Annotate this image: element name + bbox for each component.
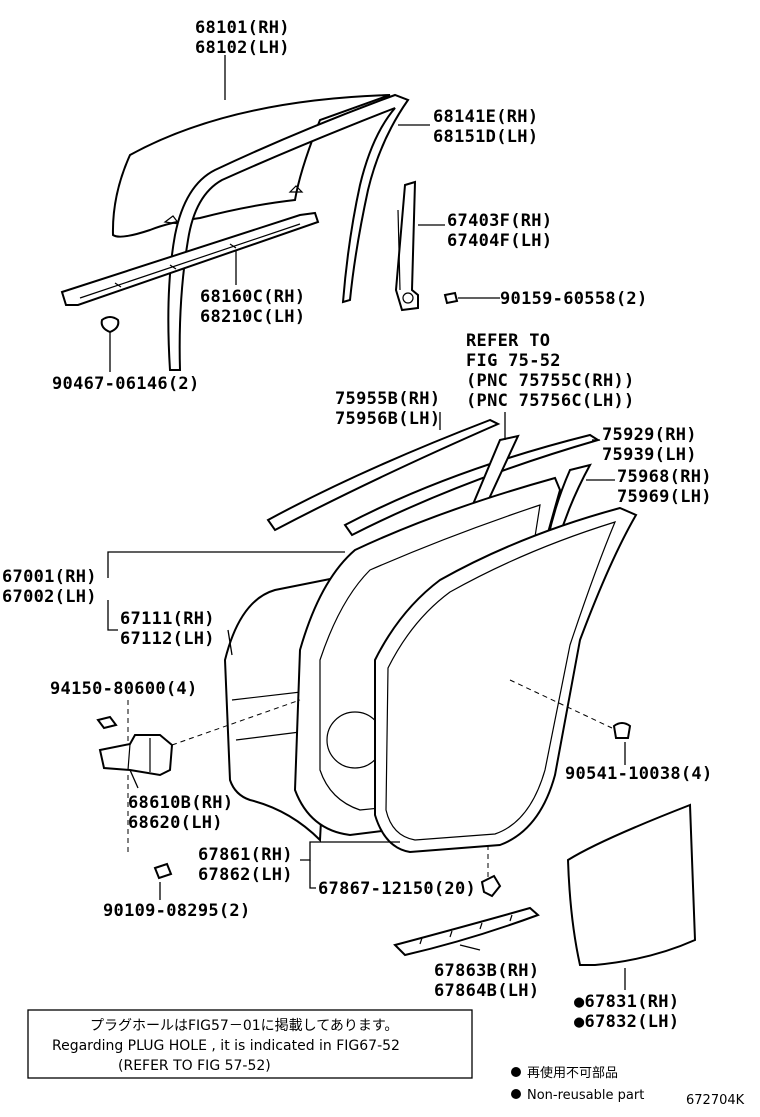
callout-refer-3: (PNC 75755C(RH)): [466, 371, 635, 391]
legend-en: Non-reusable part: [527, 1088, 644, 1103]
callout-lower-strip-1: 67863B(RH): [434, 961, 539, 981]
callout-hinge-bolt: 94150-80600(4): [50, 679, 198, 699]
figure-id: 672704K: [686, 1093, 745, 1108]
callout-rear-sash-1: 67403F(RH): [447, 211, 552, 231]
callout-inner-panel-2: 67112(LH): [120, 629, 215, 649]
callout-seal-upper-2: 75969(LH): [617, 487, 712, 507]
note-line-refer: (REFER TO FIG 57-52): [118, 1058, 271, 1074]
callout-belt-1: 68160C(RH): [200, 287, 305, 307]
sash-bolt-icon: [443, 291, 459, 305]
ws-clip-icon: [480, 874, 502, 898]
callout-hinge-1: 68610B(RH): [128, 793, 233, 813]
non-reusable-dot-icon: [511, 1067, 521, 1077]
callout-refer-1: REFER TO: [466, 331, 550, 351]
legend: 再使用不可部品 Non-reusable part: [511, 1065, 644, 1103]
callout-run-channel-1: 68141E(RH): [433, 107, 538, 127]
rear-sash-part: [394, 180, 419, 312]
callout-moulding-upper-2: 75939(LH): [602, 445, 697, 465]
non-reusable-dot-icon-2: [511, 1089, 521, 1099]
callout-glass-2: 68102(LH): [195, 38, 290, 58]
legend-jp: 再使用不可部品: [527, 1065, 618, 1081]
callout-moulding-outer-2: 75956B(LH): [335, 409, 440, 429]
clip-icon-2: [612, 722, 632, 739]
callout-service-cover-1: ●67831(RH): [574, 992, 679, 1012]
callout-glass-1: 68101(RH): [195, 18, 290, 38]
callout-weatherstrip-2: 67862(LH): [198, 865, 293, 885]
note-line-jp: プラグホールはFIG57－01に掲載してあります。: [90, 1018, 398, 1034]
callout-inner-panel-1: 67111(RH): [120, 609, 215, 629]
note-line-en: Regarding PLUG HOLE , it is indicated in…: [52, 1038, 400, 1054]
plug-hole-note: プラグホールはFIG57－01に掲載してあります。 Regarding PLUG…: [27, 1009, 473, 1079]
outer-moulding-part: [266, 418, 501, 532]
callout-refer-2: FIG 75-52: [466, 351, 561, 371]
callout-door-panel-1: 67001(RH): [2, 567, 97, 587]
callout-seal-upper-1: 75968(RH): [617, 467, 712, 487]
hinge-bolt-icon: [96, 715, 118, 730]
callout-moulding-upper-1: 75929(RH): [602, 425, 697, 445]
callout-ws-clip: 67867-12150(20): [318, 879, 476, 899]
service-hole-cover-part: [566, 803, 697, 966]
clip-icon-1: [100, 316, 120, 334]
door-weatherstrip-part: [374, 506, 638, 854]
callout-lower-strip-2: 67864B(LH): [434, 981, 539, 1001]
callout-hinge-bolt-2: 90109-08295(2): [103, 901, 251, 921]
callout-sash-bolt: 90159-60558(2): [500, 289, 648, 309]
callout-service-cover-2: ●67832(LH): [574, 1012, 679, 1032]
callout-rear-sash-2: 67404F(LH): [447, 231, 552, 251]
hinge-bolt-2-icon: [153, 862, 173, 880]
leader-lines: [107, 55, 626, 990]
callout-refer-4: (PNC 75756C(LH)): [466, 391, 635, 411]
callout-door-panel-2: 67002(LH): [2, 587, 97, 607]
callout-clip-1: 90467-06146(2): [52, 374, 200, 394]
belt-weatherstrip-part: [60, 211, 320, 306]
callout-moulding-outer-1: 75955B(RH): [335, 389, 440, 409]
callout-clip-2: 90541-10038(4): [565, 764, 713, 784]
callout-hinge-2: 68620(LH): [128, 813, 223, 833]
lower-strip-part: [393, 906, 540, 957]
hinge-part: [98, 734, 174, 777]
callout-weatherstrip-1: 67861(RH): [198, 845, 293, 865]
run-channel-part: [167, 93, 410, 371]
callout-belt-2: 68210C(LH): [200, 307, 305, 327]
callout-run-channel-2: 68151D(LH): [433, 127, 538, 147]
callout-labels: 68101(RH) 68102(LH) 68141E(RH) 68151D(LH…: [2, 18, 713, 1032]
